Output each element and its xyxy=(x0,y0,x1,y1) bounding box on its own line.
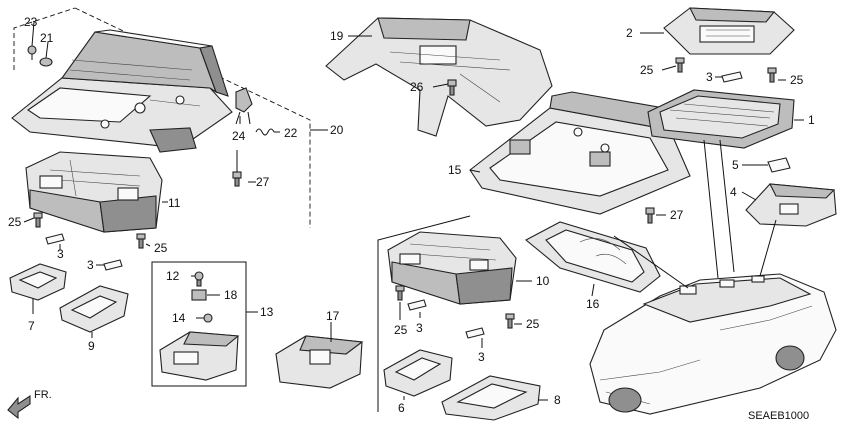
group-10-box xyxy=(377,215,471,412)
leader-lines xyxy=(23,21,804,401)
callout-19: 19 xyxy=(330,29,344,43)
callout-18: 18 xyxy=(224,288,238,302)
diagram-code: SEAEB1000 xyxy=(748,410,809,422)
part-17-cover xyxy=(275,322,364,389)
part-5-bulb xyxy=(767,157,791,173)
callout-10: 10 xyxy=(536,274,550,288)
part-11-map-light-assembly xyxy=(25,151,163,233)
callout-13: 13 xyxy=(260,305,274,319)
screw-25-mid-right xyxy=(505,313,515,329)
callout-3-d: 3 xyxy=(416,321,423,335)
part-23-clip-icon xyxy=(27,45,37,60)
part-2-light-housing xyxy=(663,7,795,55)
callout-6: 6 xyxy=(398,401,405,415)
screw-25-mid-left xyxy=(395,285,405,301)
callout-3-b: 3 xyxy=(87,258,94,272)
callout-2: 2 xyxy=(626,26,633,40)
callout-25-f: 25 xyxy=(526,317,540,331)
screw-25-top-left xyxy=(675,57,685,73)
part-19-bracket xyxy=(325,17,553,137)
screw-25-top-right xyxy=(767,67,777,83)
callout-17: 17 xyxy=(326,309,340,323)
callout-25-c: 25 xyxy=(640,63,654,77)
part-8-lens xyxy=(441,375,541,421)
callout-labels: 23 21 24 22 20 27 11 25 3 3 25 7 9 12 18… xyxy=(8,15,815,415)
callout-9: 9 xyxy=(88,339,95,353)
car-location-lines xyxy=(613,139,777,289)
part-6-lens xyxy=(383,349,453,397)
part-12-screw xyxy=(194,271,204,287)
callout-4: 4 xyxy=(730,185,737,199)
callout-3-e: 3 xyxy=(478,350,485,364)
callout-3-c: 3 xyxy=(706,70,713,84)
front-direction-label: FR. xyxy=(34,389,52,401)
part-9-lens xyxy=(59,285,129,333)
part-21-grommet-icon xyxy=(39,57,53,67)
callout-11: 11 xyxy=(168,196,181,210)
screw-25-left xyxy=(33,212,43,228)
part-18-bulb-socket xyxy=(191,289,207,301)
callout-7: 7 xyxy=(28,319,35,333)
group-13-box xyxy=(151,261,258,387)
bulb-3-top xyxy=(721,71,743,83)
part-27-screw-b xyxy=(645,207,655,224)
callout-25-a: 25 xyxy=(8,215,22,229)
callout-26: 26 xyxy=(410,80,424,94)
part-7-lens xyxy=(9,263,67,301)
front-direction-arrow-icon: FR. xyxy=(7,389,52,420)
callout-25-d: 25 xyxy=(790,73,804,87)
part-13-lamp-unit xyxy=(159,331,240,381)
bulb-3-mid-a xyxy=(407,299,427,311)
part-4-housing xyxy=(745,183,837,227)
callout-25-e: 25 xyxy=(394,323,408,337)
part-15-base xyxy=(469,91,691,215)
callout-27-a: 27 xyxy=(256,175,270,189)
callout-20: 20 xyxy=(330,123,344,137)
part-1-lens xyxy=(647,89,795,149)
callout-24: 24 xyxy=(232,129,246,143)
bulb-3-left-b xyxy=(103,259,123,271)
part-10-map-light-assembly xyxy=(387,231,517,305)
car-illustration xyxy=(589,273,837,415)
callout-1: 1 xyxy=(808,113,815,127)
callout-27-b: 27 xyxy=(670,208,684,222)
callout-16: 16 xyxy=(586,297,600,311)
part-16-lens xyxy=(525,221,661,293)
callout-5: 5 xyxy=(732,158,739,172)
screw-25-left-b xyxy=(136,233,146,249)
callout-15: 15 xyxy=(448,163,462,177)
part-26-screw xyxy=(447,79,457,96)
part-22-spring xyxy=(255,128,275,136)
callout-21: 21 xyxy=(40,31,54,45)
part-27-screw-a xyxy=(232,150,242,187)
part-20-console-housing xyxy=(11,29,233,153)
bulb-3-mid-b xyxy=(465,327,485,339)
group-20-outline xyxy=(13,7,328,228)
bulb-3-left-a xyxy=(45,233,65,245)
callout-23: 23 xyxy=(24,15,38,29)
callout-12: 12 xyxy=(166,269,180,283)
part-14-clip xyxy=(203,313,213,323)
callout-8: 8 xyxy=(554,393,561,407)
callout-25-b: 25 xyxy=(154,241,168,255)
part-24-lamp-holder xyxy=(235,87,253,125)
callout-3-a: 3 xyxy=(57,247,64,261)
callout-22: 22 xyxy=(284,126,298,140)
callout-14: 14 xyxy=(172,311,186,325)
